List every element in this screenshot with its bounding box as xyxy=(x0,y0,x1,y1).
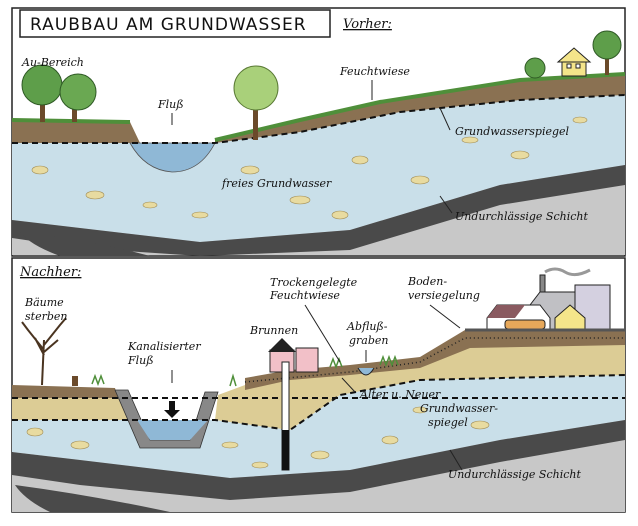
before-heading: Vorher: xyxy=(343,17,392,32)
before-panel: RAUBBAU AM GRUNDWASSER Vorher: Au-Bereic… xyxy=(11,7,626,257)
impermeable-lens xyxy=(20,232,150,256)
label-water-table-1: Alter u. Neuer xyxy=(359,388,441,401)
drained-sand-zone xyxy=(12,330,625,430)
buildings-icon xyxy=(465,267,625,332)
impermeable-lens xyxy=(15,485,170,512)
label-drained-meadow-1: Trockengelegte xyxy=(270,276,358,289)
label-trees-dying-1: Bäume xyxy=(24,296,64,309)
label-drained-meadow-2: Feuchtwiese xyxy=(269,289,340,302)
soil-layer xyxy=(12,120,140,143)
label-free-groundwater: freies Grundwasser xyxy=(221,177,332,190)
dead-tree-icon xyxy=(21,317,78,386)
gravel xyxy=(31,116,588,220)
label-impermeable-layer: Undurchlässige Schicht xyxy=(448,468,581,481)
tree-icon xyxy=(21,30,622,140)
title-box xyxy=(19,9,331,38)
label-well: Brunnen xyxy=(249,324,298,337)
label-river: Fluß xyxy=(157,98,184,111)
label-water-table-3: spiegel xyxy=(428,416,468,429)
diagram-title: RAUBBAU AM GRUNDWASSER xyxy=(30,15,307,35)
arrow-down-icon xyxy=(164,401,180,418)
label-wet-meadow: Feuchtwiese xyxy=(339,65,410,78)
house-icon xyxy=(556,47,592,77)
after-heading: Nachher: xyxy=(19,265,81,280)
label-channelized-river-2: Fluß xyxy=(127,354,154,367)
label-water-table-2: Grundwasser- xyxy=(420,402,498,415)
impermeable-layer xyxy=(12,420,625,500)
groundwater-zone xyxy=(12,95,625,242)
label-drain-ditch-1: Abfluß- xyxy=(346,320,388,333)
groundwater-zone xyxy=(12,375,625,478)
river xyxy=(129,142,216,173)
label-sealing-2: versiegelung xyxy=(408,289,480,302)
soil-layer-right xyxy=(215,74,625,143)
new-water-table-line xyxy=(12,374,626,432)
well-icon xyxy=(268,338,319,471)
label-sealing-1: Boden- xyxy=(407,275,447,288)
label-channelized-river-1: Kanalisierter xyxy=(127,340,201,353)
label-impermeable-layer: Undurchlässige Schicht xyxy=(455,210,588,223)
dotted-line xyxy=(244,337,625,383)
label-drain-ditch-2: graben xyxy=(349,334,389,347)
after-panel: Nachher: Bäume sterben Kanalisierter Flu… xyxy=(11,257,626,513)
grass xyxy=(11,72,626,142)
river-water xyxy=(137,420,208,440)
label-floodplain: Au-Bereich xyxy=(21,56,84,69)
gravel xyxy=(26,406,490,469)
grass xyxy=(91,354,399,387)
label-water-table: Grundwasserspiegel xyxy=(455,125,570,138)
label-trees-dying-2: sterben xyxy=(25,310,67,323)
soil-layer xyxy=(12,330,625,398)
drain-ditch xyxy=(357,367,375,376)
